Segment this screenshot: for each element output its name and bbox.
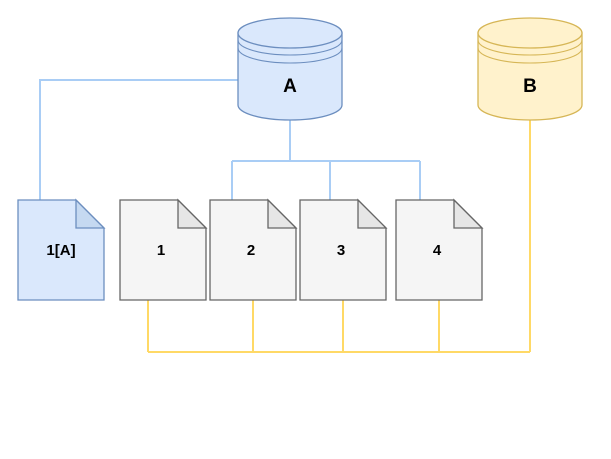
cylinder-a-rib-1 (237, 39, 343, 56)
cylinder-b-body (477, 32, 583, 121)
node-document-2[interactable]: 2 (209, 198, 298, 301)
document-1-fold (177, 198, 208, 229)
node-document-1[interactable]: 1 (119, 198, 208, 301)
document-3-label: 3 (337, 242, 345, 259)
edge-group-blue (39, 79, 421, 200)
document-1a-label: 1[A] (46, 242, 75, 259)
cylinder-b-rib-2 (477, 47, 583, 64)
document-2-label: 2 (247, 242, 255, 259)
cylinder-b-rib-1 (477, 39, 583, 56)
document-1a-fold (75, 198, 106, 229)
document-1-label: 1 (157, 242, 165, 259)
cylinder-b-label: B (523, 76, 537, 97)
edge-a-to-doc-1a[interactable] (39, 79, 238, 200)
cylinder-a-label: A (283, 76, 297, 97)
document-4-fold (453, 198, 484, 229)
cylinder-a-rib-2 (237, 47, 343, 64)
edge-group-yellow (147, 120, 531, 353)
node-document-4[interactable]: 4 (395, 198, 484, 301)
document-3-fold (357, 198, 388, 229)
node-cylinder-b[interactable]: B (477, 17, 583, 121)
node-document-3[interactable]: 3 (299, 198, 388, 301)
node-cylinder-a[interactable]: A (237, 17, 343, 121)
document-2-fold (267, 198, 298, 229)
document-4-label: 4 (433, 242, 442, 259)
node-document-1a[interactable]: 1[A] (17, 198, 106, 301)
cylinder-a-body (237, 32, 343, 121)
cylinder-a-top (237, 17, 343, 49)
cylinder-b-top (477, 17, 583, 49)
